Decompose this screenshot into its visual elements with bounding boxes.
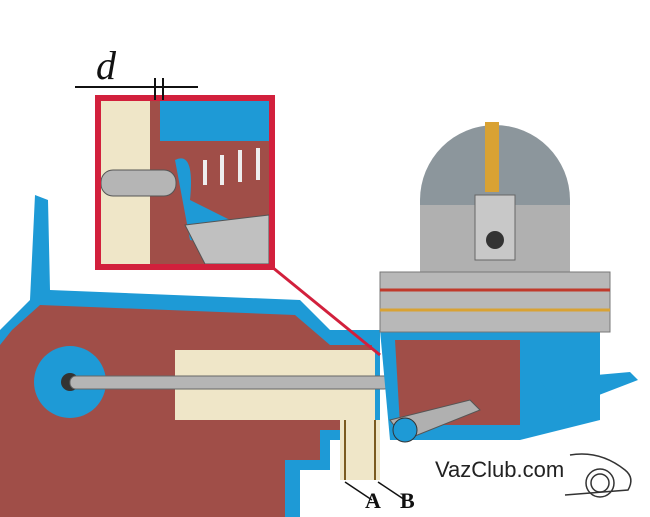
watermark-logo (564, 453, 632, 498)
fuel-inlet-tube (485, 122, 499, 192)
inset-frame (95, 95, 275, 270)
pushrod (69, 375, 391, 390)
spacer-gasket (340, 420, 380, 480)
detail-inset (100, 101, 270, 265)
manual-priming-lever (540, 372, 638, 410)
gap-label-d: d (96, 43, 116, 88)
fuel-pump (379, 122, 638, 443)
label-a: A (365, 488, 381, 513)
label-b: B (400, 488, 415, 513)
watermark-text: VazClub.com (435, 457, 565, 482)
callout-arrows (344, 481, 406, 501)
gap-dimension (75, 78, 198, 100)
